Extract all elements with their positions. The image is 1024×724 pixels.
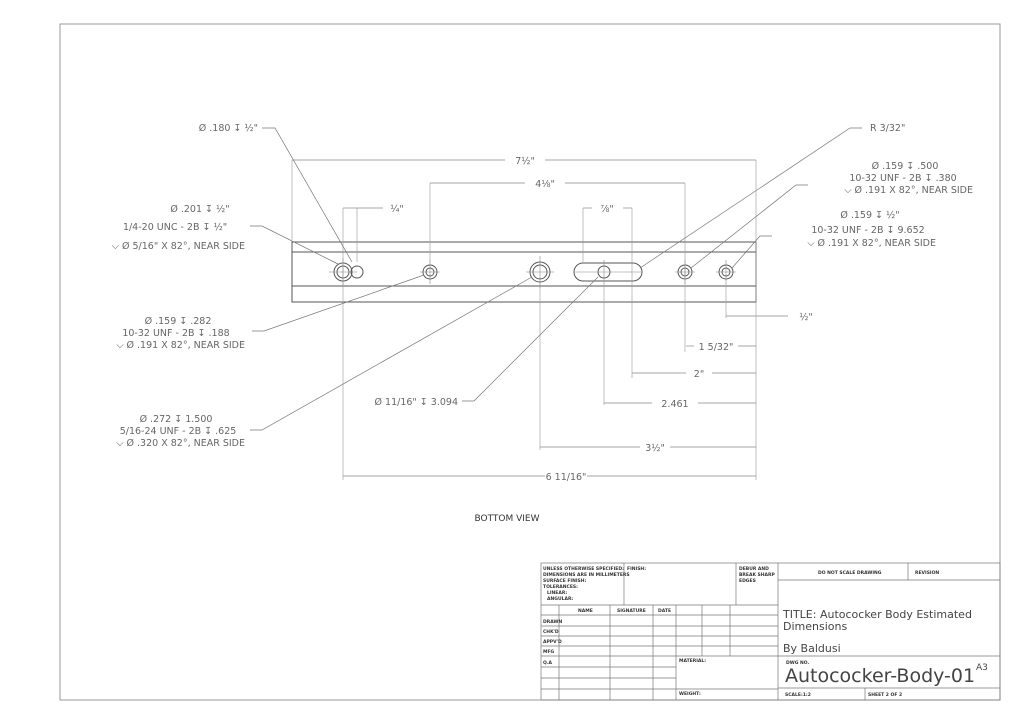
callout-3-line-2: 10-32 UNF - 2B ↧ .188 [122,328,229,339]
drawing-number: Autococker-Body-01 [785,665,975,687]
dimension-texts: 7½" 4⅛" ⅞" ¼" ½" 1 5/32" 2" 2.461 3½" 6 … [390,123,905,483]
callout-2-line-3: ⌵ Ø 5/16" X 82°, NEAR SIDE [112,241,245,252]
sheet-border [59,23,1001,701]
row-chkd: CHK'D [543,629,559,635]
drawing-title-line-2: Dimensions [783,620,847,633]
dimension-lines [292,159,788,477]
revision-label: REVISION [915,570,939,576]
sheet-size: A3 [976,663,988,673]
drawing-title-line-1: TITLE: Autococker Body Estimated [782,608,972,621]
callout-7-line-1: Ø .159 ↧ ½" [840,210,899,221]
callout-4-line-1: Ø .272 ↧ 1.500 [140,414,213,425]
title-block [540,562,1001,701]
dim-2: 2" [694,369,704,380]
dim-7-5: 7½" [515,156,535,167]
col-name: NAME [578,608,593,614]
leader-lines [250,127,862,431]
title-block-text: UNLESS OTHERWISE SPECIFIED: DIMENSIONS A… [543,566,988,698]
scale-label: SCALE:1:2 [785,692,811,698]
callout-6-line-3: ⌵ Ø .191 X 82°, NEAR SIDE [844,185,973,196]
callout-2-line-1: Ø .201 ↧ ½" [170,204,229,215]
row-qa: Q.A [543,660,553,666]
dwg-no-label: DWG NO. [786,660,809,666]
callout-4-line-2: 5/16-24 UNF - 2B ↧ .625 [120,426,237,437]
row-drawn: DRAWN [543,619,562,625]
dim-4-125: 4⅛" [535,179,555,190]
dim-0-875: ⅞" [600,204,614,215]
dim-radius: R 3/32" [870,123,905,134]
deburr-line-2: BREAK SHARP [739,572,775,578]
dim-0-25: ¼" [390,204,404,215]
deburr-line-1: DEBUR AND [739,566,769,572]
callout-7-line-3: ⌵ Ø .191 X 82°, NEAR SIDE [807,238,936,249]
col-signature: SIGNATURE [617,608,646,614]
row-mfg: MFG [543,649,555,655]
callout-2-line-2: 1/4-20 UNC - 2B ↧ ½" [123,222,227,233]
finish-label: FINISH: [627,566,646,572]
deburr-line-3: EDGES [739,578,756,584]
callout-1: Ø .180 ↧ ½" [199,123,258,134]
sheet-label: SHEET 2 OF 2 [868,692,902,698]
unless-line-1: UNLESS OTHERWISE SPECIFIED: [543,566,624,572]
dim-1-5-32: 1 5/32" [699,342,734,353]
unless-line-6: ANGULAR: [547,596,573,602]
callout-4-line-3: ⌵ Ø .320 X 82°, NEAR SIDE [116,438,245,449]
unless-line-3: SURFACE FINISH: [543,578,587,584]
dim-0-5: ½" [799,312,813,323]
view-label: BOTTOM VIEW [474,514,539,524]
dim-6-11-16: 6 11/16" [546,472,587,483]
col-date: DATE [658,608,671,614]
extension-lines [291,160,757,480]
callout-5: Ø 11/16" ↧ 3.094 [375,397,458,408]
drawing-author: By Baldusi [783,642,841,655]
centerlines [329,256,736,288]
callout-6-line-2: 10-32 UNF - 2B ↧ .380 [849,173,956,184]
row-appvd: APPV'D [543,639,562,645]
dim-2-461: 2.461 [661,399,688,410]
callout-3-line-1: Ø .159 ↧ .282 [145,316,212,327]
weight-label: WEIGHT: [679,691,701,697]
callout-6-line-1: Ø .159 ↧ .500 [872,161,939,172]
callout-7-line-2: 10-32 UNF - 2B ↧ 9.652 [811,225,924,236]
do-not-scale: DO NOT SCALE DRAWING [818,570,882,576]
material-label: MATERIAL: [679,658,706,664]
callout-notes: Ø .180 ↧ ½" Ø .201 ↧ ½" 1/4-20 UNC - 2B … [112,123,973,449]
unless-line-2: DIMENSIONS ARE IN MILLIMETERS [543,572,630,578]
unless-line-4: TOLERANCES: [543,584,578,590]
callout-3-line-3: ⌵ Ø .191 X 82°, NEAR SIDE [116,340,245,351]
dim-3-5: 3½" [645,443,665,454]
unless-line-5: LINEAR: [547,590,567,596]
